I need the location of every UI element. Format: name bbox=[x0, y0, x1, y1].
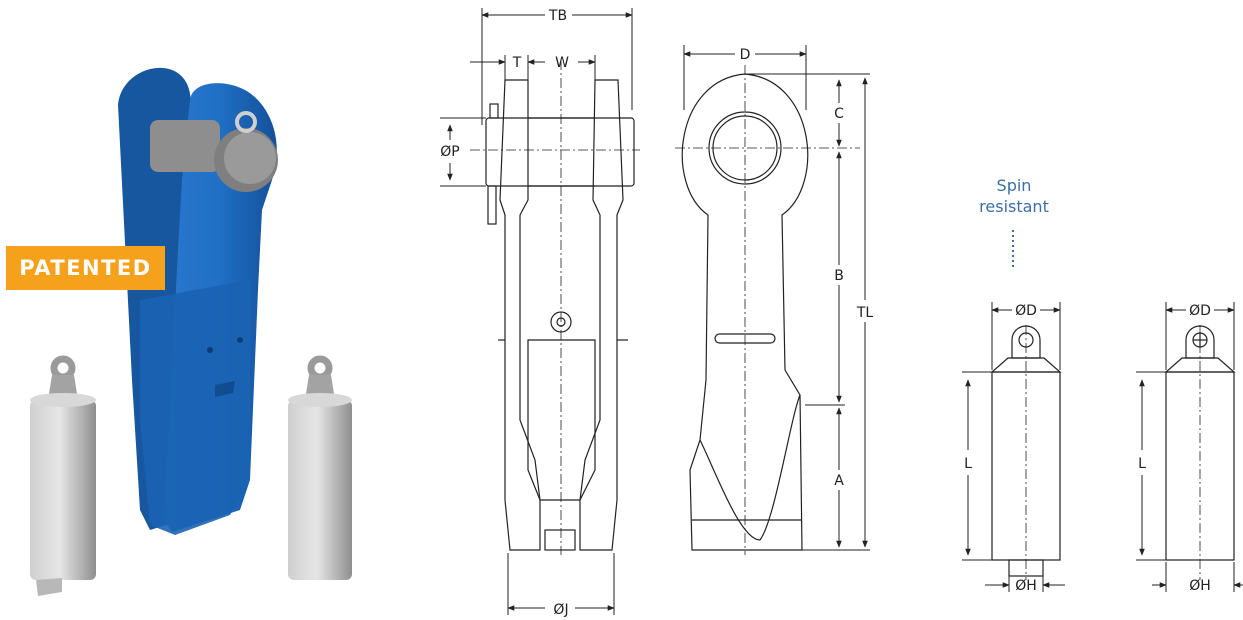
insert-left-label-d: ØD bbox=[1015, 303, 1037, 319]
patented-badge-text: PATENTED bbox=[19, 256, 152, 280]
dim-label-p: ØP bbox=[440, 144, 459, 160]
side-view-dimensions bbox=[440, 8, 633, 615]
front-view-drawing bbox=[681, 73, 809, 551]
front-view-dimensions bbox=[683, 45, 870, 551]
dim-label-w: W bbox=[555, 55, 569, 71]
side-view-drawing bbox=[485, 79, 635, 551]
socket-product-render bbox=[118, 67, 278, 535]
dim-label-tl: TL bbox=[856, 305, 874, 321]
dim-label-c: C bbox=[834, 106, 844, 122]
dim-label-d: D bbox=[740, 47, 751, 63]
dim-label-tb: TB bbox=[548, 8, 567, 24]
insert-left-label-h: ØH bbox=[1015, 578, 1037, 594]
insert-render-left bbox=[30, 355, 96, 596]
insert-left-label-l: L bbox=[964, 456, 972, 472]
dim-label-j: ØJ bbox=[553, 602, 568, 618]
insert-right-dimensions bbox=[1136, 302, 1243, 592]
insert-render-right bbox=[288, 355, 352, 580]
patented-badge: PATENTED bbox=[6, 246, 165, 290]
note-line-1: Spin bbox=[996, 176, 1032, 195]
dim-label-a: A bbox=[834, 473, 844, 489]
insert-right-label-l: L bbox=[1138, 456, 1146, 472]
dim-label-b: B bbox=[834, 268, 844, 284]
insert-right-label-d: ØD bbox=[1189, 303, 1211, 319]
note-line-2: resistant bbox=[979, 197, 1049, 216]
insert-right-label-h: ØH bbox=[1189, 578, 1211, 594]
dim-label-t: T bbox=[512, 55, 522, 71]
insert-left-dimensions bbox=[962, 302, 1065, 592]
spin-resistant-note: Spin resistant bbox=[966, 175, 1062, 217]
